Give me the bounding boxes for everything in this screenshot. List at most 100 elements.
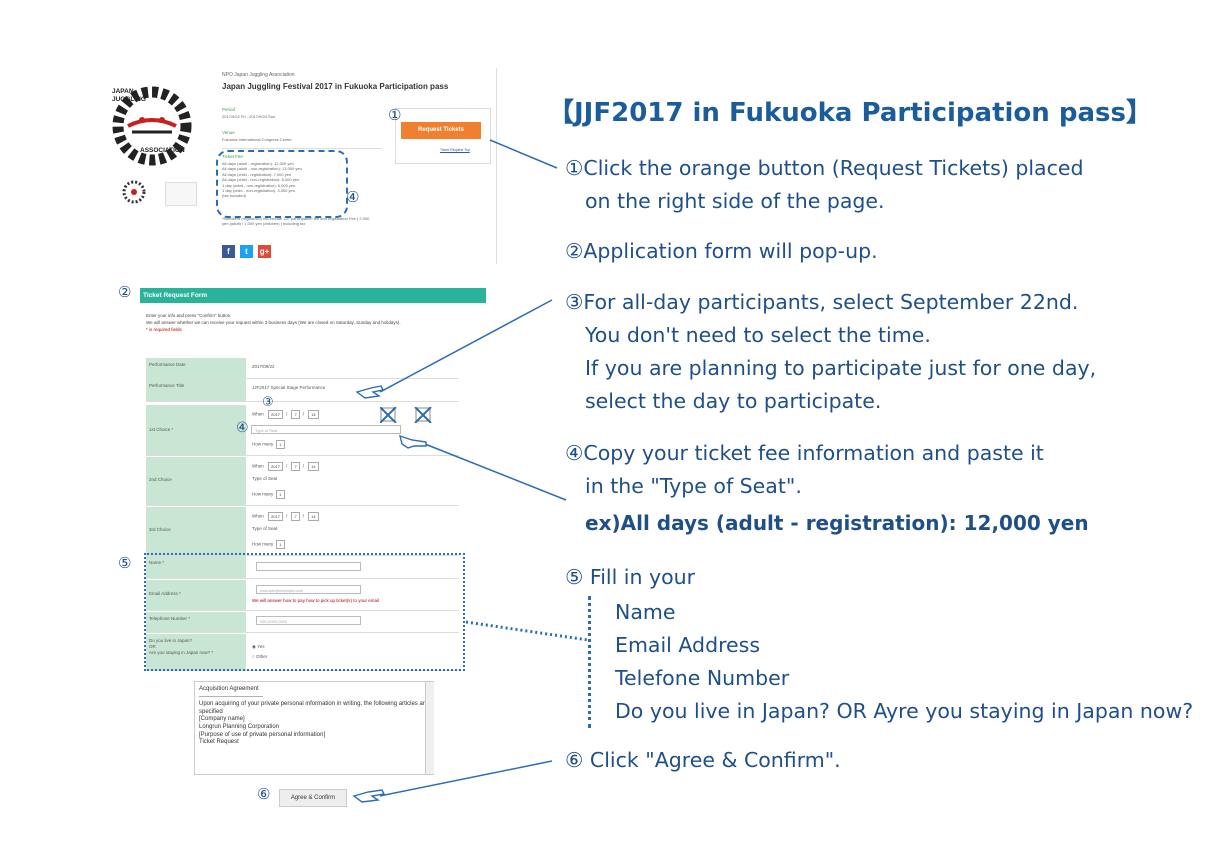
performance-title-value: JJF2017 Special Stage Performance (252, 385, 326, 390)
qty-select[interactable]: 1 (276, 440, 285, 449)
email-note: We will answer how to pay how to pick up… (252, 598, 379, 603)
step-6-line: ⑥ Click "Agree & Confirm". (565, 748, 841, 772)
performance-date-row: Performance Date 2017/09/22 (146, 358, 459, 379)
year-select[interactable]: 2017 (268, 462, 283, 471)
form-intro-line: Enter your info and press "Confirm" butt… (146, 313, 232, 318)
pointing-hand-icon (355, 385, 385, 399)
venue-value: Fukuoka International Congress Center (222, 137, 292, 142)
step-5-item: Name (615, 600, 676, 624)
choice-1-row: 1st Choice * When 2017/ 7/ 14 Type of Se… (146, 405, 459, 456)
day-select[interactable]: 14 (308, 410, 319, 419)
name-input[interactable] (256, 562, 361, 571)
period-label: Period (222, 107, 236, 112)
step-2: ②Application form will pop-up. (565, 235, 878, 268)
choice-3-row: 3rd Choice When 2017/ 7/ 14 Type of Seat… (146, 507, 459, 556)
day-select[interactable]: 14 (308, 462, 319, 471)
terms-line: [Company name] (199, 716, 245, 723)
live-label-line: Do you live in Japan? (149, 638, 193, 643)
choice-1-when: When 2017/ 7/ 14 (252, 410, 322, 419)
month-select[interactable]: 7 (291, 462, 300, 471)
terms-scrollbar[interactable] (425, 682, 434, 774)
twitter-icon[interactable]: t (240, 245, 253, 258)
how-many-label: How many (252, 491, 274, 497)
step-5: ⑤ Fill in your (565, 561, 695, 594)
org-name: NPO Japan Juggling Association (222, 72, 295, 78)
phone-input[interactable]: 090-0000-0000 (256, 616, 361, 625)
pointing-hand-icon (352, 789, 386, 803)
type-of-seat-label: Type of Seat (252, 526, 278, 531)
fee-label: Ticket Fee (222, 154, 243, 159)
terms-textarea[interactable]: Acquisition Agreement-------------------… (194, 681, 434, 775)
marker-4: ④ (346, 188, 360, 206)
step-1-line: ①Click the orange button (Request Ticket… (565, 156, 1084, 180)
phone-label: Telephone Number * (146, 612, 246, 632)
step-3-line: If you are planning to participate just … (585, 356, 1097, 380)
marker-2: ② (118, 283, 132, 301)
jja-logo-icon (112, 86, 192, 166)
sponsor-logo-icon (122, 180, 146, 204)
step-4-line: ④Copy your ticket fee information and pa… (565, 441, 1044, 465)
step-1-line: on the right side of the page. (585, 189, 885, 213)
form-header: Ticket Request Form (140, 288, 486, 303)
logo-text-line: JAPAN (112, 88, 134, 95)
agree-confirm-button[interactable]: Agree & Confirm (279, 789, 347, 807)
step-3-line: You don't need to select the time. (585, 323, 931, 347)
live-in-japan-row: Do you live in Japan? OR Are you staying… (146, 634, 459, 671)
type-of-seat-label: Type of Seat (252, 476, 278, 481)
festival-title: Japan Juggling Festival 2017 in Fukuoka … (222, 82, 449, 91)
radio-yes[interactable]: ◉ Yes (252, 644, 265, 649)
step-6: ⑥ Click "Agree & Confirm". (565, 744, 841, 777)
performance-date-label: Performance Date (146, 358, 246, 378)
phone-row: Telephone Number * 090-0000-0000 (146, 612, 459, 633)
period-value: 2017/9/22 Fri - 2017/9/24 Sun (222, 114, 276, 119)
terms-line: Upon acquiring of your private personal … (199, 701, 429, 715)
pointing-hand-icon (399, 434, 427, 449)
logo-text-line: ASSOCIATION (140, 147, 185, 154)
form-intro-line: We will answer whether we can receive yo… (146, 320, 401, 325)
day-select[interactable]: 14 (308, 512, 319, 521)
performance-title-label: Performance Title (146, 379, 246, 401)
fee-line: All days (child - non-registration): 8,0… (222, 177, 300, 183)
logo-text: JAPAN JUGGLING (112, 88, 146, 104)
step-5-item: Do you live in Japan? OR Ayre you stayin… (615, 699, 1194, 723)
qty-select[interactable]: 1 (276, 490, 285, 499)
ticket-request-link[interactable]: Ticket Request Top (440, 148, 470, 152)
type-of-seat-input[interactable]: Type of Seat (251, 425, 401, 434)
personal-info-highlight (144, 553, 465, 671)
radio-other[interactable]: ○ Other (252, 654, 268, 659)
performance-title-row: Performance Title JJF2017 Special Stage … (146, 379, 459, 402)
request-tickets-button[interactable]: Request Tickets (401, 122, 481, 139)
year-select[interactable]: 2017 (268, 512, 283, 521)
step-4: ④Copy your ticket fee information and pa… (565, 437, 1089, 540)
when-label: When (252, 411, 264, 417)
radio-other-label: Other (255, 654, 268, 659)
qty-select[interactable]: 1 (276, 540, 285, 549)
month-select[interactable]: 7 (291, 410, 300, 419)
step-1: ①Click the orange button (Request Ticket… (565, 152, 1084, 218)
name-row: Name * (146, 556, 459, 579)
fee-line: 1 day (child - non-registration): 3,000 … (222, 188, 295, 194)
month-select[interactable]: 7 (291, 512, 300, 521)
fee-line: All days (adult - non-registration): 13,… (222, 166, 302, 172)
email-label: Email Address * (146, 580, 246, 610)
facebook-icon[interactable]: f (222, 245, 235, 258)
choice-2-when: When 2017/ 7/ 14 (252, 462, 322, 471)
live-label-line: OR (149, 644, 156, 649)
form-intro-line: * is required fields (146, 327, 182, 332)
fee-line: (tax included) (222, 193, 247, 199)
member-note: *Members (registered) will include JJF p… (222, 216, 370, 227)
how-many-label: How many (252, 541, 274, 547)
when-label: When (252, 463, 264, 469)
google-plus-icon[interactable]: g+ (258, 245, 271, 258)
performance-date-value: 2017/09/22 (252, 364, 275, 369)
marker-4: ④ (236, 420, 249, 436)
terms-line: [Purpose of use of private personal info… (199, 731, 326, 738)
year-select[interactable]: 2017 (268, 410, 283, 419)
step-5-item: Email Address (615, 633, 761, 657)
divider (496, 68, 497, 264)
email-input[interactable]: example@example.com (256, 585, 361, 594)
choice-3-label: 3rd Choice (146, 507, 246, 555)
